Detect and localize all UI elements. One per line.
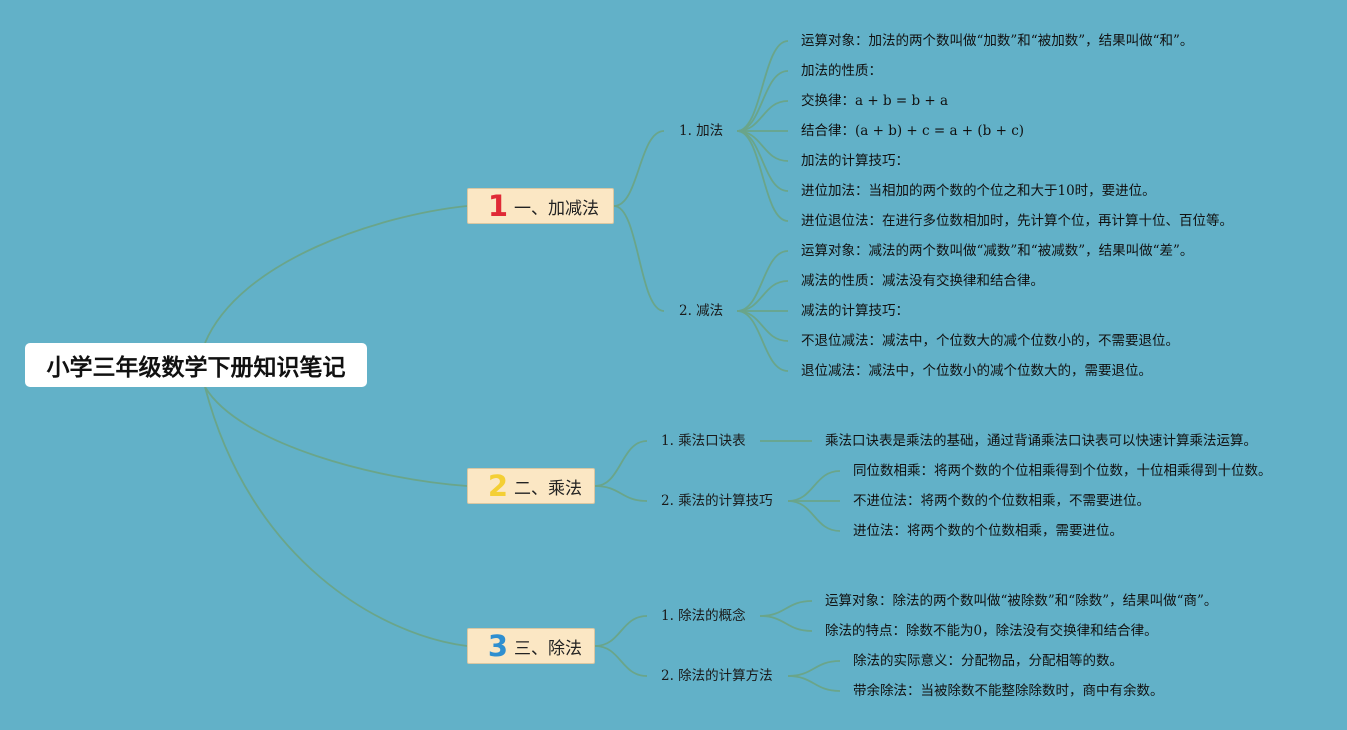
leaf-borrow: 退位减法：减法中，个位数小的减个位数大的，需要退位。 — [801, 363, 1152, 379]
connector-sub-leaf-1 — [736, 280, 789, 312]
leaf-add-tips: 加法的计算技巧： — [801, 153, 909, 169]
leaf-sub-operands: 运算对象：减法的两个数叫做“减数”和“被减数”，结果叫做“差”。 — [801, 243, 1194, 259]
leaf-same-digit: 同位数相乘：将两个数的个位相乘得到个位数，十位相乘得到十位数。 — [853, 463, 1272, 479]
leaf-carry-borrow: 进位退位法：在进行多位数相加时，先计算个位，再计算十位、百位等。 — [801, 213, 1233, 229]
leaf-sub-properties: 减法的性质：减法没有交换律和结合律。 — [801, 273, 1044, 289]
sub-div-concept[interactable]: 1. 除法的概念 — [661, 608, 746, 624]
connector-add-leaf-2 — [736, 100, 789, 132]
connector-b3-sub1 — [594, 615, 648, 647]
branch-label: 二、乘法 — [514, 478, 582, 499]
connector-add-leaf-0 — [736, 40, 789, 132]
sub-addition[interactable]: 1. 加法 — [679, 123, 724, 139]
connector-sub-leaf-3 — [736, 310, 789, 342]
connector-b2-sub2 — [594, 485, 648, 502]
leaf-commutative: 交换律：a + b = b + a — [801, 93, 949, 109]
branch-addition-subtraction[interactable]: 1 一、加减法 — [467, 188, 614, 224]
leaf-carry: 进位法：将两个数的个位数相乘，需要进位。 — [853, 523, 1123, 539]
branch-division[interactable]: 3 三、除法 — [467, 628, 595, 664]
leaf-add-properties: 加法的性质： — [801, 63, 882, 79]
root-node[interactable]: 小学三年级数学下册知识笔记 — [25, 343, 367, 387]
connector-divc-leaf-0 — [759, 600, 813, 617]
leaf-remainder: 带余除法：当被除数不能整除除数时，商中有余数。 — [853, 683, 1164, 699]
leaf-add-operands: 运算对象：加法的两个数叫做“加数”和“被加数”，结果叫做“和”。 — [801, 33, 1194, 49]
branch-multiplication[interactable]: 2 二、乘法 — [467, 468, 595, 504]
sub-mult-tips[interactable]: 2. 乘法的计算技巧 — [661, 493, 773, 509]
connector-add-leaf-5 — [736, 130, 789, 192]
branch-label: 一、加减法 — [514, 198, 599, 219]
sub-subtraction[interactable]: 2. 减法 — [679, 303, 724, 319]
connector-mult-leaf-0 — [787, 470, 841, 502]
connector-divc-leaf-1 — [759, 615, 813, 632]
leaf-no-carry: 不进位法：将两个数的个位数相乘，不需要进位。 — [853, 493, 1150, 509]
branch-label: 三、除法 — [514, 638, 582, 659]
number-2-icon: 2 — [487, 468, 509, 503]
leaf-carry-add: 进位加法：当相加的两个数的个位之和大于10时，要进位。 — [801, 183, 1156, 199]
connector-b1-sub1 — [613, 130, 665, 207]
leaf-div-features: 除法的特点：除数不能为0，除法没有交换律和结合律。 — [825, 623, 1158, 639]
sub-times-table[interactable]: 1. 乘法口诀表 — [661, 433, 746, 449]
connector-sub-leaf-4 — [736, 310, 789, 372]
leaf-associative: 结合律：(a + b) + c = a + (b + c) — [801, 123, 1025, 139]
connector-sub-leaf-0 — [736, 250, 789, 312]
connector-add-leaf-1 — [736, 70, 789, 132]
leaf-div-operands: 运算对象：除法的两个数叫做“被除数”和“除数”，结果叫做“商”。 — [825, 593, 1218, 609]
connector-b1-sub2 — [613, 205, 665, 312]
connector-divm-leaf-1 — [787, 675, 841, 692]
connector-b2-sub1 — [594, 440, 648, 487]
connector-add-leaf-4 — [736, 130, 789, 162]
leaf-div-meaning: 除法的实际意义：分配物品，分配相等的数。 — [853, 653, 1123, 669]
leaf-times-table: 乘法口诀表是乘法的基础，通过背诵乘法口诀表可以快速计算乘法运算。 — [825, 433, 1257, 449]
connector-root-branch-3 — [204, 386, 468, 647]
connector-divm-leaf-0 — [787, 660, 841, 677]
connector-b3-sub2 — [594, 645, 648, 677]
connector-root-branch-1 — [204, 205, 468, 344]
root-title: 小学三年级数学下册知识笔记 — [46, 355, 346, 381]
leaf-sub-tips: 减法的计算技巧： — [801, 303, 909, 319]
number-1-icon: 1 — [487, 188, 509, 223]
connector-add-leaf-6 — [736, 130, 789, 222]
sub-div-method[interactable]: 2. 除法的计算方法 — [661, 668, 773, 684]
connector-root-branch-2 — [204, 386, 468, 487]
connector-mult-leaf-2 — [787, 500, 841, 532]
leaf-no-borrow: 不退位减法：减法中，个位数大的减个位数小的，不需要退位。 — [801, 333, 1179, 349]
number-3-icon: 3 — [487, 628, 509, 663]
